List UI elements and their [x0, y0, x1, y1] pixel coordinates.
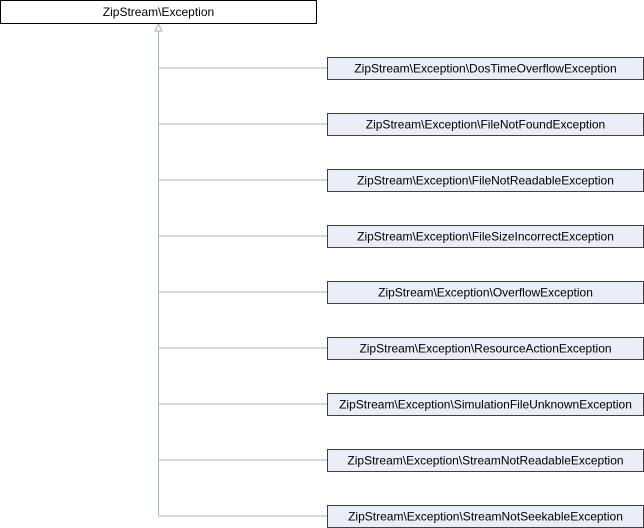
derived-class-node[interactable]: ZipStream\Exception\OverflowException: [327, 281, 644, 304]
derived-class-label: ZipStream\Exception\FileNotFoundExceptio…: [366, 118, 605, 132]
derived-class-list: ZipStream\Exception\DosTimeOverflowExcep…: [327, 57, 644, 528]
derived-class-label: ZipStream\Exception\FileSizeIncorrectExc…: [357, 230, 614, 244]
derived-class-node[interactable]: ZipStream\Exception\StreamNotSeekableExc…: [327, 505, 644, 528]
derived-class-label: ZipStream\Exception\OverflowException: [378, 286, 593, 300]
base-class-node[interactable]: ZipStream\Exception: [0, 0, 317, 24]
derived-class-node[interactable]: ZipStream\Exception\FileNotFoundExceptio…: [327, 113, 644, 136]
derived-class-label: ZipStream\Exception\FileNotReadableExcep…: [357, 174, 614, 188]
derived-class-node[interactable]: ZipStream\Exception\FileNotReadableExcep…: [327, 169, 644, 192]
inheritance-arrow-icon: [154, 22, 163, 32]
derived-class-label: ZipStream\Exception\DosTimeOverflowExcep…: [354, 62, 616, 76]
derived-class-label: ZipStream\Exception\StreamNotSeekableExc…: [348, 510, 623, 524]
base-class-label: ZipStream\Exception: [103, 5, 214, 19]
derived-class-node[interactable]: ZipStream\Exception\StreamNotReadableExc…: [327, 449, 644, 472]
derived-class-node[interactable]: ZipStream\Exception\SimulationFileUnknow…: [327, 393, 644, 416]
derived-class-node[interactable]: ZipStream\Exception\FileSizeIncorrectExc…: [327, 225, 644, 248]
connector-lines: [154, 22, 328, 517]
derived-class-label: ZipStream\Exception\StreamNotReadableExc…: [347, 454, 623, 468]
derived-class-node[interactable]: ZipStream\Exception\ResourceActionExcept…: [327, 337, 644, 360]
derived-class-label: ZipStream\Exception\SimulationFileUnknow…: [339, 398, 632, 412]
base-class-box[interactable]: [0, 0, 317, 24]
derived-class-label: ZipStream\Exception\ResourceActionExcept…: [359, 342, 611, 356]
derived-class-node[interactable]: ZipStream\Exception\DosTimeOverflowExcep…: [327, 57, 644, 80]
